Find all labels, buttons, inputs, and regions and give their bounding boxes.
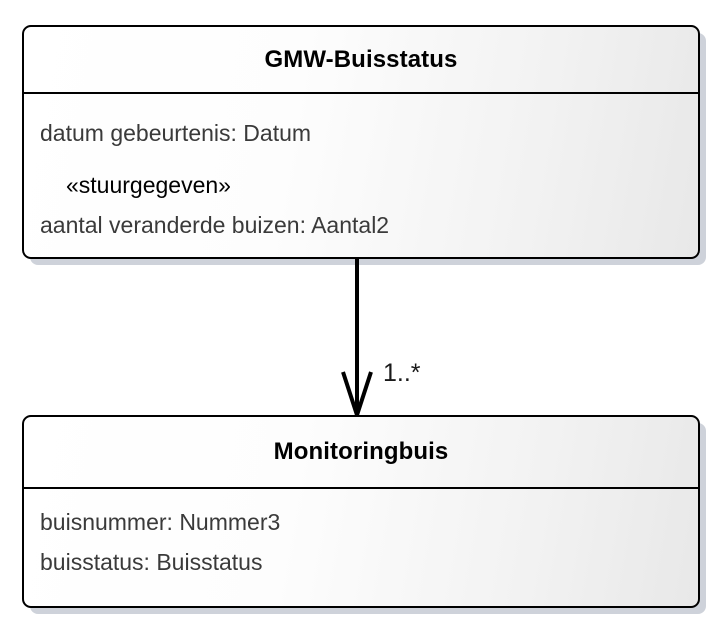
class-title-monitoringbuis: Monitoringbuis — [273, 438, 449, 465]
association-multiplicity-label: 1..* — [383, 359, 421, 387]
attribute-datum-gebeurtenis: datum gebeurtenis: Datum — [40, 120, 312, 146]
association-arrowhead-open — [341, 371, 373, 422]
attribute-buisstatus: buisstatus: Buisstatus — [40, 549, 263, 575]
attribute-stereotype-stuurgegeven: «stuurgegeven» — [66, 172, 231, 198]
class-attributes-compartment-gmw-buisstatus: datum gebeurtenis: Datum «stuurgegeven» … — [24, 94, 698, 257]
class-name-compartment-gmw-buisstatus: GMW-Buisstatus — [24, 27, 698, 94]
class-box-monitoringbuis[interactable]: Monitoringbuis buisnummer: Nummer3 buiss… — [22, 415, 700, 608]
class-name-compartment-monitoringbuis: Monitoringbuis — [24, 417, 698, 489]
class-box-gmw-buisstatus[interactable]: GMW-Buisstatus datum gebeurtenis: Datum … — [22, 25, 700, 259]
attribute-buisnummer: buisnummer: Nummer3 — [40, 509, 281, 535]
attribute-aantal-veranderde-buizen: aantal veranderde buizen: Aantal2 — [40, 212, 390, 238]
class-attributes-compartment-monitoringbuis: buisnummer: Nummer3 buisstatus: Buisstat… — [24, 489, 698, 606]
association-line-gmw-buisstatus-monitoringbuis[interactable] — [355, 259, 359, 417]
class-title-gmw-buisstatus: GMW-Buisstatus — [264, 45, 458, 73]
